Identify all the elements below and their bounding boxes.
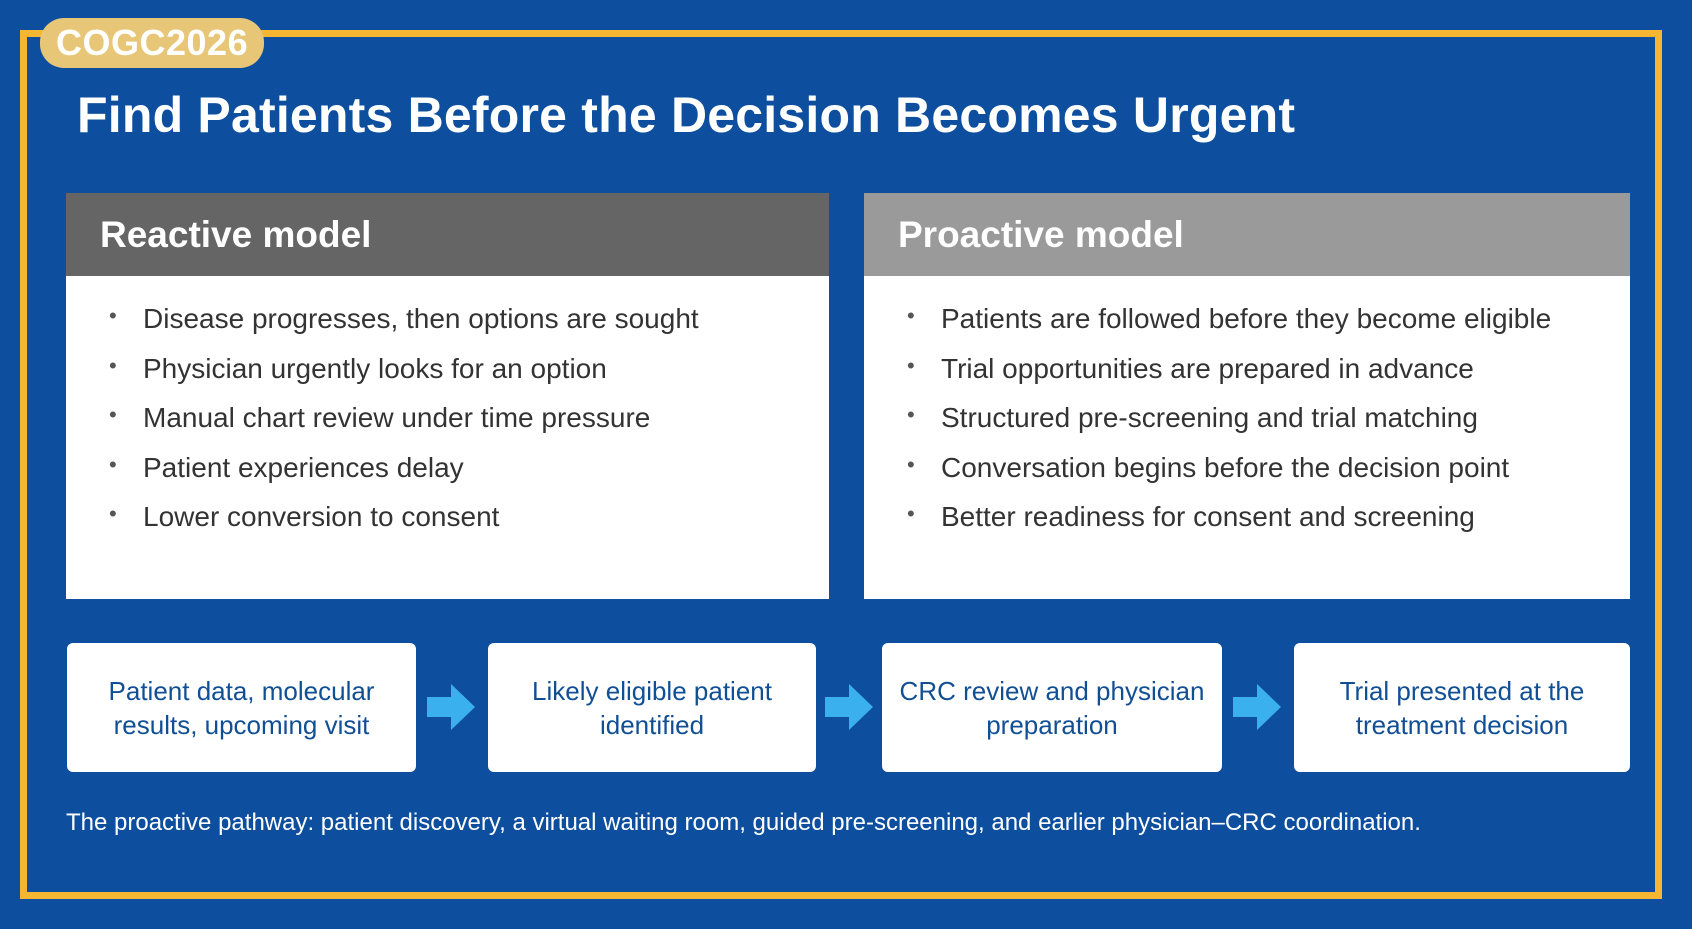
list-item: •Better readiness for consent and screen…: [907, 501, 1475, 532]
flow-step-crc-review: CRC review and physician preparation: [882, 643, 1222, 772]
bullet-icon: •: [907, 303, 915, 328]
bullet-icon: •: [109, 501, 117, 526]
bullet-icon: •: [907, 402, 915, 427]
bullet-icon: •: [109, 352, 117, 378]
proactive-model-list: •Patients are followed before they becom…: [864, 303, 1630, 551]
list-item: •Lower conversion to consent: [109, 501, 500, 532]
bullet-icon: •: [109, 303, 117, 328]
arrow-right-icon: [427, 684, 475, 730]
bullet-icon: •: [109, 402, 117, 427]
flow-step-patient-data: Patient data, molecular results, upcomin…: [67, 643, 416, 772]
flow-step-trial-presented: Trial presented at the treatment decisio…: [1294, 643, 1630, 772]
bullet-icon: •: [109, 451, 117, 477]
arrow-right-icon: [825, 684, 873, 730]
reactive-model-heading: Reactive model: [66, 193, 829, 276]
list-item: •Physician urgently looks for an option: [109, 352, 607, 384]
bullet-icon: •: [907, 352, 915, 378]
proactive-model-heading: Proactive model: [864, 193, 1630, 276]
list-item: •Patients are followed before they becom…: [907, 303, 1552, 334]
flow-step-eligible-patient: Likely eligible patient identified: [488, 643, 816, 772]
bullet-icon: •: [907, 501, 915, 526]
arrow-right-icon: [1233, 684, 1281, 730]
list-item: •Disease progresses, then options are so…: [109, 303, 699, 334]
list-item: •Trial opportunities are prepared in adv…: [907, 352, 1474, 384]
slide-frame: [20, 30, 1662, 899]
list-item: •Patient experiences delay: [109, 451, 464, 483]
slide-caption: The proactive pathway: patient discovery…: [66, 809, 1421, 836]
reactive-model-panel: Reactive model •Disease progresses, then…: [66, 193, 829, 599]
proactive-model-panel: Proactive model •Patients are followed b…: [864, 193, 1630, 599]
list-item: •Conversation begins before the decision…: [907, 451, 1510, 483]
list-item: •Structured pre-screening and trial matc…: [907, 402, 1478, 433]
slide-title: Find Patients Before the Decision Become…: [77, 87, 1296, 143]
reactive-model-list: •Disease progresses, then options are so…: [66, 303, 829, 551]
bullet-icon: •: [907, 451, 915, 477]
list-item: •Manual chart review under time pressure: [109, 402, 651, 433]
event-badge: COGC2026: [40, 18, 265, 68]
